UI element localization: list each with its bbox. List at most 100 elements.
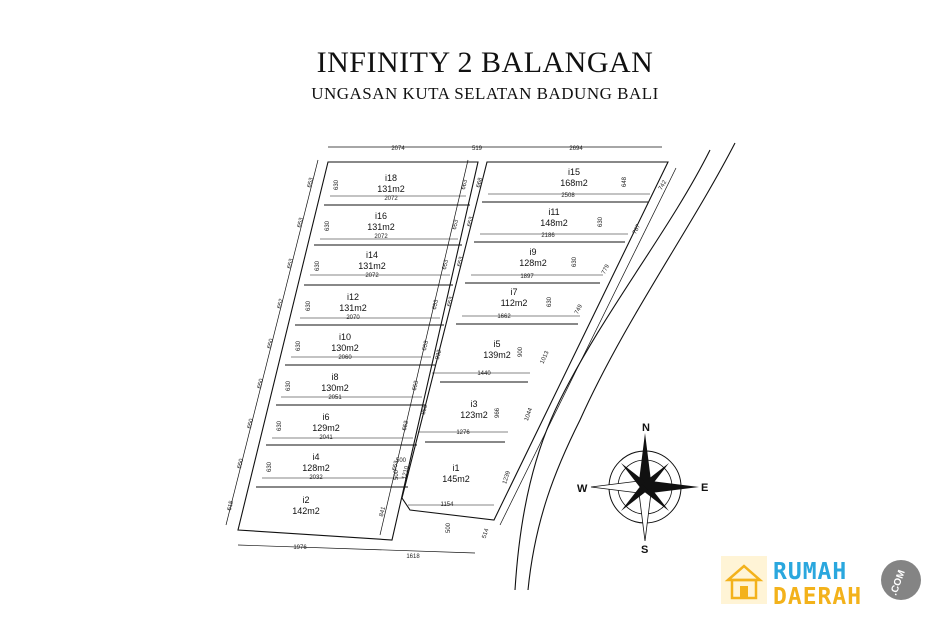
lot-width: 2186 [541,233,555,239]
lot-depth: 630 [296,340,302,351]
house-icon [721,556,767,604]
dim-right: 514 [482,527,491,539]
dim-middle-left: 653 [402,420,410,432]
dim-middle-left: 653 [412,380,420,392]
lot-width: 1662 [497,314,511,320]
brand-word-1: RUMAH [773,559,847,585]
lot-width: 2051 [328,395,342,401]
lot-depth: 630 [315,260,321,271]
dim-right: 749 [574,303,584,315]
lot-id: i12 [347,292,359,302]
lot-width: 1440 [477,371,491,377]
lot-id: i9 [529,247,536,257]
lot-id: i14 [366,250,378,260]
dim-misc: 500 [446,522,452,533]
lot-depth-labels-left: 630 630 630 630 630 630 630 630 [267,179,340,472]
dim-left: 652 [277,298,285,310]
lot-depth: 630 [277,420,283,431]
left-row-dividers [256,204,470,488]
compass-south-label: S [641,544,648,556]
lot-width: 2072 [384,196,398,202]
dim-top: 2694 [569,146,583,152]
dim-top: 2074 [391,146,405,152]
lot-area: 128m2 [519,258,547,268]
lot-depth: 900 [518,346,524,357]
lot-id: i4 [312,452,319,462]
lot-width: 2041 [319,435,333,441]
lot-id: i11 [548,207,559,217]
dim-middle-right: 500 [396,458,407,464]
lot-depth: 648 [622,176,628,187]
dim-right: 787 [632,223,642,235]
right-block-outline [401,161,669,521]
dim-middle-right: 1210 [402,465,411,480]
dim-middle-left: 653 [452,219,460,231]
lot-id: i15 [568,167,580,177]
compass-west-label: W [577,483,588,495]
dim-middle-left: 653 [392,460,400,472]
dim-middle-right: 653 [457,256,465,268]
lot-area: 168m2 [560,178,588,188]
lot-width: 2508 [561,193,575,199]
dim-middle-right: 653 [467,216,475,228]
lot-depth: 630 [598,216,604,227]
dim-middle-left: 841 [379,506,387,518]
lot-width: 1897 [520,274,534,280]
lot-depth: 630 [325,220,331,231]
dim-right: 779 [601,263,611,275]
lot-area: 131m2 [358,261,386,271]
lot-width: 2060 [338,355,352,361]
lot-area: 148m2 [540,218,568,228]
lot-width: 1154 [441,502,455,508]
lot-labels-right: i15 168m2 2508 i11 148m2 2186 i9 128m2 1… [441,167,588,508]
lot-id: i10 [339,332,351,342]
dim-left: 650 [267,338,275,350]
lot-area: 130m2 [331,343,359,353]
dim-left: 653 [287,258,295,270]
compass-east-label: E [701,482,708,494]
dim-left: 650 [257,378,265,390]
lot-area: 129m2 [312,423,340,433]
lot-area: 131m2 [339,303,367,313]
dim-right: 1013 [540,350,551,365]
page-title: INFINITY 2 BALANGAN [316,46,654,79]
outer-dimension-labels: 2074 519 2694 1976 1618 653 653 653 652 … [227,146,669,560]
dim-middle-left: 653 [432,299,440,311]
dimension-lines [225,146,677,554]
dim-middle-right: 653 [447,296,455,308]
dim-middle-left: 663 [461,179,469,191]
dim-bottom: 1618 [406,554,420,560]
lot-area: 142m2 [292,506,320,516]
lot-width: 2072 [374,234,388,240]
lot-id: i18 [385,173,397,183]
dim-misc: 500 [394,469,400,480]
lot-id: i3 [470,399,477,409]
dim-left: 650 [247,418,255,430]
dim-middle-right: 668 [476,177,484,189]
dim-right: 1044 [524,407,534,422]
lot-depth: 630 [286,380,292,391]
left-block-outline [237,161,479,541]
lot-depth: 630 [547,296,553,307]
lot-id: i7 [510,287,517,297]
lot-id: i5 [493,339,500,349]
lot-depth: 630 [334,179,340,190]
lot-area: 131m2 [377,184,405,194]
right-row-dividers [425,201,648,443]
interior-dimension-lines [262,193,650,506]
lot-depth: 630 [572,256,578,267]
dim-middle-right: 932 [435,349,443,361]
lot-area: 145m2 [442,474,470,484]
lot-width: 2072 [365,273,379,279]
lot-area: 123m2 [460,410,488,420]
dim-middle-left: 653 [442,259,450,271]
page-subtitle: UNGASAN KUTA SELATAN BADUNG BALI [311,84,659,103]
dim-left: 653 [307,177,315,189]
dim-middle-left: 653 [422,340,430,352]
dim-bottom: 1976 [293,545,307,551]
dim-left: 653 [297,217,305,229]
lot-depth: 630 [306,300,312,311]
road-edge-inner [514,149,711,591]
lot-id: i8 [331,372,338,382]
